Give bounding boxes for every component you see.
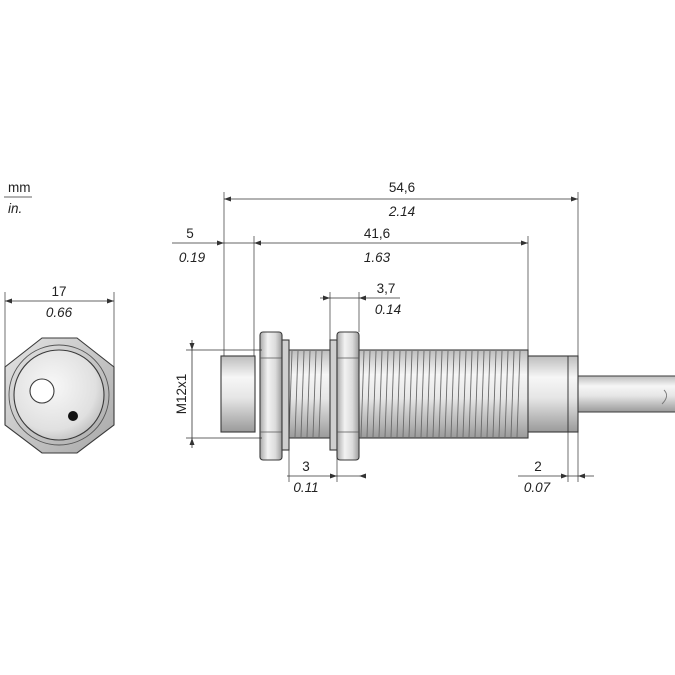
thread-line [486, 350, 491, 438]
thread-line [426, 350, 431, 438]
thread-line [300, 350, 305, 438]
thread-line [456, 350, 461, 438]
arrow-right-icon [571, 196, 578, 202]
thread-line [294, 350, 299, 438]
nut-thickness-mm: 3,7 [377, 281, 396, 296]
thread-line [408, 350, 413, 438]
thread-line [432, 350, 437, 438]
arrow-down-icon [189, 343, 195, 350]
arrow-left-icon [5, 298, 12, 304]
thread-line [450, 350, 455, 438]
overall-length-mm: 54,6 [389, 180, 415, 195]
arrow-left-icon [224, 196, 231, 202]
front-view: 17 0.66 [4, 284, 115, 454]
hex-width-mm: 17 [51, 284, 66, 299]
sensing-face [13, 349, 105, 441]
thread-line [498, 350, 503, 438]
sensing-head [220, 355, 256, 433]
hex-width-in: 0.66 [46, 305, 73, 320]
thread-line [516, 350, 521, 438]
thread-size: M12x1 [174, 374, 189, 415]
side-view: 54,6 2.14 41,6 1.63 5 0.19 3,7 0.14 3 0.… [172, 180, 675, 495]
arrow-right-icon [107, 298, 114, 304]
arrow-right-icon [217, 240, 224, 246]
cable-break [661, 389, 667, 405]
nut-gap-mm: 3 [302, 459, 310, 474]
thread-line [318, 350, 323, 438]
body-length-in: 1.63 [364, 250, 391, 265]
body-length-mm: 41,6 [364, 226, 390, 241]
thread-line [378, 350, 383, 438]
thread-line [372, 350, 377, 438]
rear-cap-in: 0.07 [524, 480, 551, 495]
thread-line [366, 350, 371, 438]
thread-line [360, 350, 365, 438]
front-nut [259, 331, 283, 461]
thread-line [402, 350, 407, 438]
arrow-left-icon [359, 473, 366, 479]
front-offset-mm: 5 [186, 226, 194, 241]
thread-line [510, 350, 515, 438]
nut-thickness-in: 0.14 [375, 302, 401, 317]
thread-line [468, 350, 473, 438]
arrow-right-icon [323, 295, 330, 301]
thread-line [312, 350, 317, 438]
front-offset-in: 0.19 [179, 250, 206, 265]
thread-line [414, 350, 419, 438]
thread-line [444, 350, 449, 438]
thread-line [438, 350, 443, 438]
arrow-right-icon [330, 473, 337, 479]
sensing-face-icon [29, 378, 55, 404]
led-dot-icon [68, 411, 78, 421]
thread-line [492, 350, 497, 438]
hex-inner-ring [8, 344, 110, 446]
arrow-left-icon [254, 240, 261, 246]
nut-gap-in: 0.11 [293, 480, 318, 495]
unit-in: in. [8, 201, 22, 216]
front-washer [281, 339, 290, 451]
thread-line [390, 350, 395, 438]
cable [578, 376, 675, 412]
rear-nut [336, 331, 360, 461]
thread-line [396, 350, 401, 438]
arrow-up-icon [189, 438, 195, 445]
units-legend: mm in. [4, 180, 32, 216]
thread-line [504, 350, 509, 438]
arrow-right-icon [521, 240, 528, 246]
thread-line [462, 350, 467, 438]
thread-line [384, 350, 389, 438]
rear-washer [329, 339, 338, 451]
thread-line [420, 350, 425, 438]
thread-line [480, 350, 485, 438]
arrow-left-icon [578, 473, 585, 479]
thread-line [474, 350, 479, 438]
arrow-right-icon [561, 473, 568, 479]
thread-line [306, 350, 311, 438]
rear-cap [525, 355, 579, 433]
overall-length-in: 2.14 [388, 204, 415, 219]
thread-lines [288, 350, 521, 438]
arrow-left-icon [359, 295, 366, 301]
unit-mm: mm [8, 180, 31, 195]
rear-cap-mm: 2 [534, 459, 542, 474]
